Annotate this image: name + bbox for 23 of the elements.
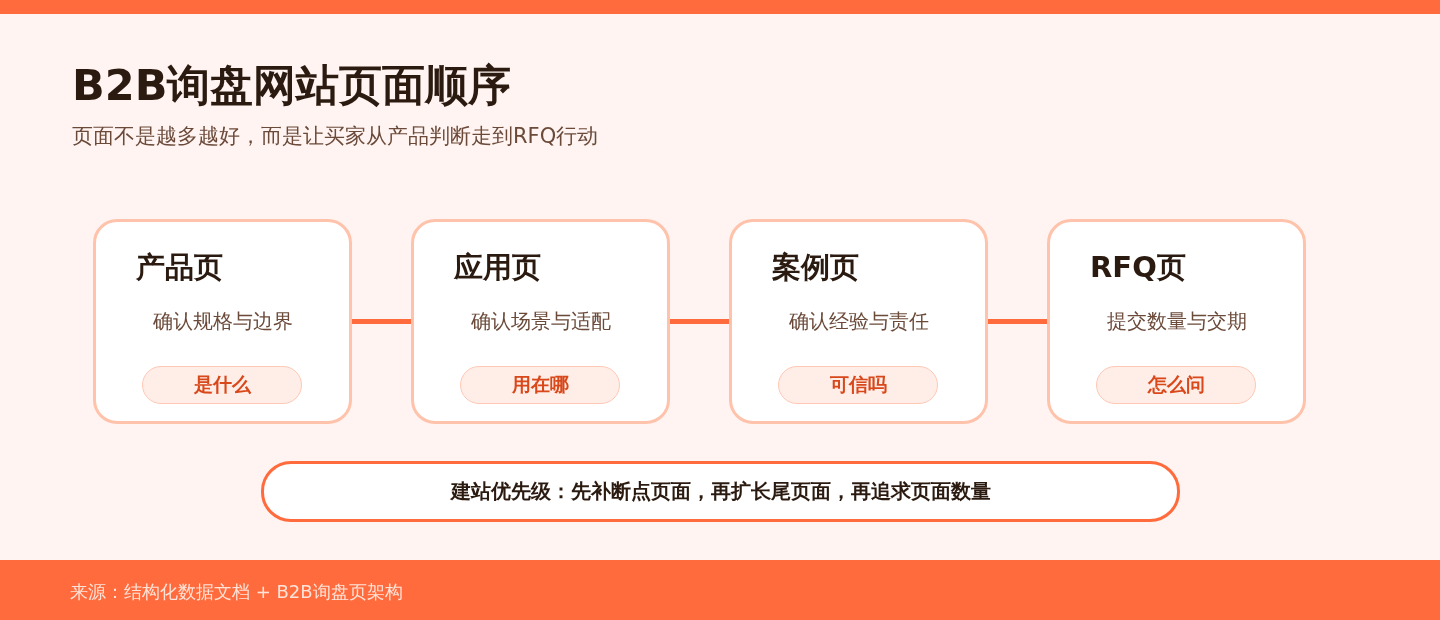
connector-line	[670, 319, 729, 324]
card-title: 案例页	[772, 249, 859, 285]
page-card	[93, 219, 352, 424]
card-title: RFQ页	[1090, 249, 1186, 285]
source-note: 来源：结构化数据文档 + B2B询盘页架构	[70, 580, 403, 604]
tag-pill: 用在哪	[460, 366, 620, 404]
card-description: 确认场景与适配	[470, 308, 611, 335]
priority-banner: 建站优先级：先补断点页面，再扩长尾页面，再追求页面数量	[261, 461, 1180, 522]
tag-pill: 是什么	[142, 366, 302, 404]
card-description: 提交数量与交期	[1106, 308, 1247, 335]
page-card	[1047, 219, 1306, 424]
tag-pill: 可信吗	[778, 366, 938, 404]
page-subtitle: 页面不是越多越好，而是让买家从产品判断走到RFQ行动	[72, 123, 599, 150]
page-card	[729, 219, 988, 424]
card-title: 应用页	[454, 249, 541, 285]
card-title: 产品页	[136, 249, 223, 285]
page-card	[411, 219, 670, 424]
connector-line	[352, 319, 411, 324]
page-title: B2B询盘网站页面顺序	[72, 60, 512, 112]
connector-line	[988, 319, 1047, 324]
card-description: 确认经验与责任	[788, 308, 929, 335]
card-description: 确认规格与边界	[152, 308, 293, 335]
tag-pill: 怎么问	[1096, 366, 1256, 404]
